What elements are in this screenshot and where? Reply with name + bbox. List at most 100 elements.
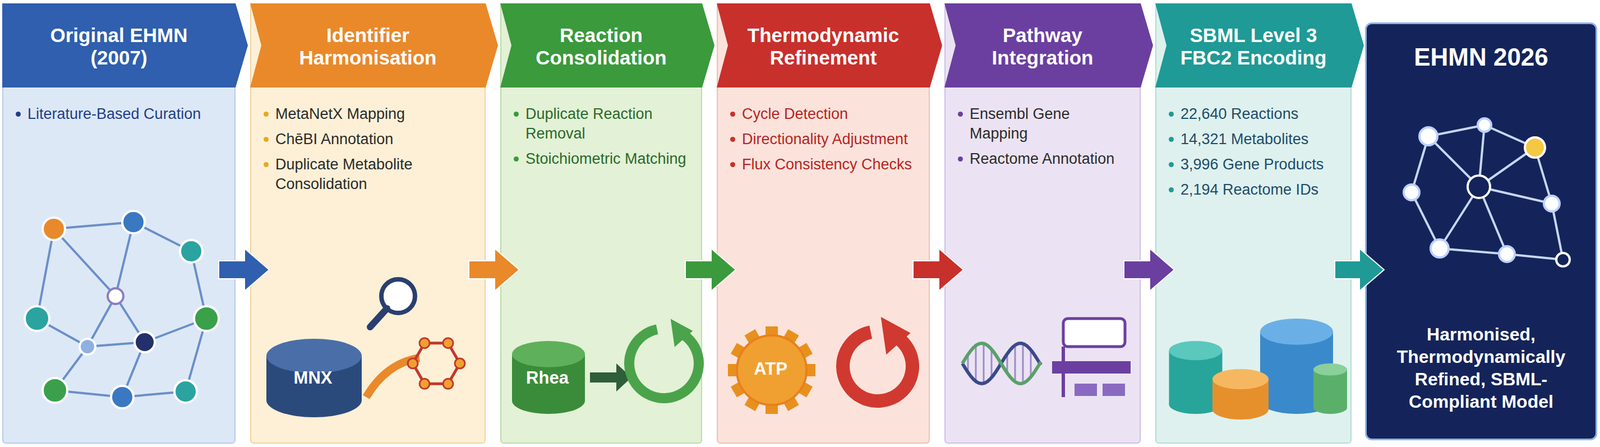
bullet-row: 14,321 Metabolites bbox=[1168, 129, 1343, 150]
header-band: SBML Level 3 FBC2 Encoding bbox=[1156, 4, 1351, 89]
icon-label-holder: MNX bbox=[293, 367, 333, 389]
bullet-dot bbox=[513, 111, 519, 117]
bullet-text: Directionality Adjustment bbox=[741, 129, 908, 150]
stage-illustration bbox=[266, 279, 465, 418]
header-chevron bbox=[2, 3, 248, 88]
bullet-row: Ensembl Gene Mapping bbox=[957, 104, 1132, 144]
stage-title: Pathway Integration bbox=[969, 24, 1117, 70]
bullet-text: Stoichiometric Matching bbox=[525, 149, 687, 169]
header-chevron bbox=[716, 3, 943, 88]
bullet-text: 14,321 Metabolites bbox=[1180, 129, 1309, 150]
bullet-list: Ensembl Gene MappingReactome Annotation bbox=[957, 104, 1132, 175]
bullet-list: 22,640 Reactions 14,321 Metabolites 3,996 … bbox=[1168, 104, 1343, 206]
bullet-list: Literature-Based Curation bbox=[15, 104, 227, 130]
stage-title: Thermodynamic Refinement bbox=[743, 24, 904, 70]
bullet-row: MetaNetX Mapping bbox=[263, 104, 477, 124]
bullet-list: Cycle DetectionDirectionality Adjustment… bbox=[730, 104, 921, 181]
bullet-dot bbox=[957, 156, 963, 162]
flow-arrow bbox=[218, 248, 270, 292]
result-title: EHMN 2026 bbox=[1366, 24, 1596, 72]
bullet-row: Directionality Adjustment bbox=[730, 129, 921, 150]
header-chevron bbox=[944, 3, 1154, 88]
header-chevron bbox=[1155, 3, 1364, 88]
stage-shape bbox=[1156, 4, 1370, 445]
stage-illustration bbox=[727, 316, 920, 414]
stage-title: SBML Level 3 FBC2 Encoding bbox=[1179, 24, 1328, 70]
bullet-dot bbox=[730, 162, 736, 168]
result-caption: Harmonised, Thermodynamically Refined, S… bbox=[1380, 323, 1583, 413]
flow-arrow bbox=[1123, 248, 1175, 292]
bullet-text: ChēBI Annotation bbox=[275, 129, 394, 150]
bullet-row: Cycle Detection bbox=[730, 104, 921, 124]
icon-label-holder: ATP bbox=[753, 358, 788, 380]
bullet-text: MetaNetX Mapping bbox=[275, 104, 405, 124]
stage-shape bbox=[945, 4, 1159, 445]
bullet-dot bbox=[1168, 162, 1174, 168]
bullet-dot bbox=[957, 111, 963, 117]
stage-panel: Original EHMN (2007) Literature-Based Cur… bbox=[2, 3, 236, 444]
bullet-dot bbox=[730, 111, 736, 117]
stage-title: Original EHMN (2007) bbox=[30, 24, 207, 70]
bullet-text: Flux Consistency Checks bbox=[741, 154, 912, 175]
bullet-text: 22,640 Reactions bbox=[1180, 104, 1299, 124]
bullet-row: Flux Consistency Checks bbox=[730, 154, 921, 175]
bullet-text: Literature-Based Curation bbox=[27, 104, 201, 124]
stage-panel: Pathway IntegrationEnsembl Gene MappingR… bbox=[944, 3, 1141, 444]
bullet-text: Reactome Annotation bbox=[969, 149, 1115, 169]
bullet-row: Duplicate Reaction Removal bbox=[513, 104, 694, 144]
stage-panel: Thermodynamic RefinementCycle DetectionD… bbox=[716, 3, 930, 444]
bullet-text: 2,194 Reactome IDs bbox=[1180, 180, 1319, 200]
bullet-row: ChēBI Annotation bbox=[263, 129, 477, 150]
header-chevron bbox=[500, 3, 715, 88]
bullet-row: 3,996 Gene Products bbox=[1168, 154, 1343, 175]
bullet-text: Cycle Detection bbox=[741, 104, 848, 124]
icon-label: ATP bbox=[753, 358, 788, 379]
stage-shape bbox=[717, 4, 948, 445]
bullet-row: Literature-Based Curation bbox=[15, 104, 227, 124]
header-band: Reaction Consolidation bbox=[501, 4, 702, 89]
bullet-text: Duplicate Metabolite Consolidation bbox=[275, 154, 477, 195]
header-band: Pathway Integration bbox=[945, 4, 1140, 89]
bullet-text: 3,996 Gene Products bbox=[1180, 154, 1324, 175]
stage-title: Identifier Harmonisation bbox=[279, 24, 457, 70]
header-chevron bbox=[250, 3, 499, 88]
icon-label: MNX bbox=[293, 367, 333, 388]
bullet-dot bbox=[263, 111, 269, 117]
bullet-text: Duplicate Reaction Removal bbox=[525, 104, 694, 144]
flow-arrow bbox=[1334, 248, 1385, 292]
stage-title: Reaction Consolidation bbox=[525, 24, 678, 70]
bullet-row: Stoichiometric Matching bbox=[513, 149, 694, 169]
bullet-row: 22,640 Reactions bbox=[1168, 104, 1343, 124]
bullet-list: Duplicate Reaction RemovalStoichiometric… bbox=[513, 104, 694, 175]
header-band: Identifier Harmonisation bbox=[251, 4, 485, 89]
flow-arrow bbox=[685, 248, 736, 292]
bullet-row: Duplicate Metabolite Consolidation bbox=[263, 154, 477, 195]
stage-illustration bbox=[24, 210, 219, 409]
bullet-dot bbox=[15, 111, 21, 117]
bullet-dot bbox=[263, 136, 269, 142]
bullet-dot bbox=[730, 136, 736, 142]
icon-label: Rhea bbox=[526, 367, 569, 388]
bullet-dot bbox=[1168, 111, 1174, 117]
header-band: Original EHMN (2007) bbox=[3, 4, 235, 89]
bullet-dot bbox=[1168, 187, 1174, 193]
flow-arrow bbox=[468, 248, 520, 292]
flow-arrow bbox=[913, 248, 964, 292]
stage-panel: Identifier HarmonisationMetaNetX Mapping… bbox=[250, 3, 486, 444]
bullet-text: Ensembl Gene Mapping bbox=[969, 104, 1132, 144]
header-band: Thermodynamic Refinement bbox=[717, 4, 929, 89]
bullet-dot bbox=[263, 162, 269, 168]
stage-shape bbox=[3, 4, 254, 445]
bullet-row: Reactome Annotation bbox=[957, 149, 1132, 169]
stage-illustration bbox=[1169, 318, 1348, 420]
network-icon bbox=[1403, 118, 1570, 267]
icon-label-holder: Rhea bbox=[526, 367, 569, 389]
result-box: EHMN 2026Harmonised, Thermodynamically R… bbox=[1365, 22, 1598, 441]
stage-panel: SBML Level 3 FBC2 Encoding 22,640 Reactio… bbox=[1155, 3, 1352, 444]
bullet-row: 2,194 Reactome IDs bbox=[1168, 180, 1343, 200]
bullet-dot bbox=[513, 156, 519, 162]
bullet-dot bbox=[1168, 136, 1174, 142]
stage-illustration bbox=[962, 318, 1131, 398]
stage-shape bbox=[251, 4, 504, 445]
